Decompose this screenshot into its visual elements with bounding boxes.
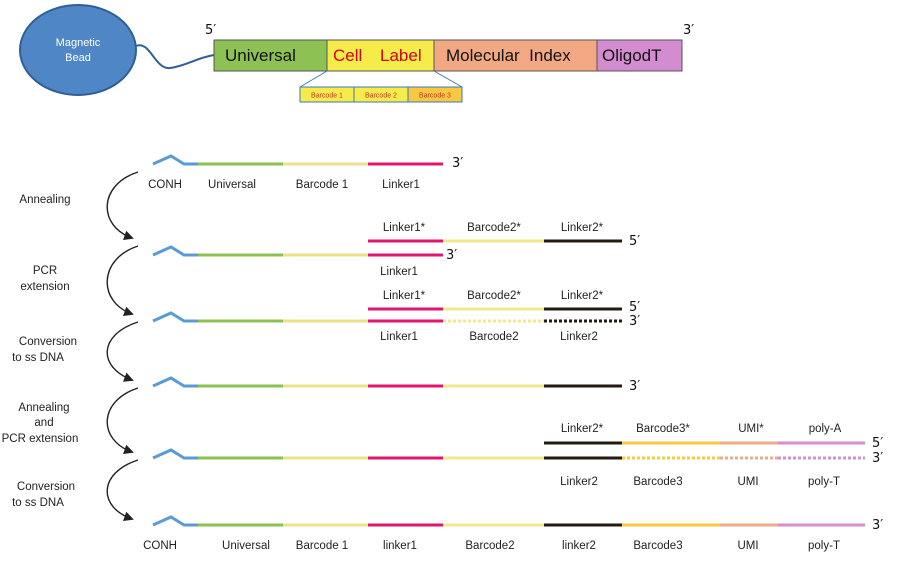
step-anneal-pcr-line1: Annealing — [18, 402, 69, 414]
step-anneal-pcr-line2: and — [34, 417, 53, 429]
segment-cell-label-word1: Cell — [333, 46, 362, 65]
step-arrows — [106, 171, 139, 522]
r3-linker1-star: Linker1* — [383, 290, 426, 302]
arrow-step4 — [106, 387, 139, 455]
r1-conh: CONH — [148, 179, 182, 191]
step-conversion2-line2: to ss DNA — [12, 497, 64, 509]
r1-universal: Universal — [208, 179, 256, 191]
dna-strands — [152, 154, 865, 527]
r2-5p: 5′ — [629, 234, 640, 249]
segment-molecular-index-label: Molecular Index — [446, 46, 571, 65]
r3-linker2-star: Linker2* — [561, 290, 604, 302]
f-polyt: poly-T — [808, 540, 840, 552]
barcode-box-3 — [407, 86, 463, 103]
barcode-boxes: Barcode 1 Barcode 2 Barcode 3 — [299, 86, 463, 103]
bead-label-line1: Magnetic — [56, 37, 101, 49]
row6-conh-hook — [152, 515, 198, 527]
r3-barcode2-star: Barcode2* — [467, 290, 521, 302]
step-pcr-line2: extension — [20, 281, 69, 293]
f-linker1: linker1 — [383, 540, 417, 552]
r5-5p: 5′ — [872, 436, 883, 451]
step-labels: Annealing PCR extension Conversion to ss… — [2, 194, 79, 509]
segment-universal-label: Universal — [225, 46, 296, 65]
r3-3p: 3′ — [629, 314, 640, 329]
r2-linker2-star: Linker2* — [561, 222, 604, 234]
step-conversion1-line1: Conversion — [19, 336, 77, 348]
step-conversion2-line1: Conversion — [17, 481, 75, 493]
r3-linker1: Linker1 — [380, 331, 418, 343]
bead-oligo-header: Magnetic Bead 5′ 3′ Universal Cell Label… — [19, 4, 694, 103]
r2-3p: 3′ — [446, 248, 457, 263]
barcode-box-1-label: Barcode 1 — [311, 93, 343, 100]
arrow-step2 — [106, 245, 139, 317]
r2-barcode2-star: Barcode2* — [467, 222, 521, 234]
strand-labels: CONH Universal Barcode 1 Linker1 3′ Link… — [143, 156, 883, 552]
segment-cell-label-word2: Label — [380, 46, 422, 65]
header-three-prime: 3′ — [683, 23, 694, 38]
r5-linker2: Linker2 — [560, 476, 598, 488]
segment-universal — [213, 39, 328, 72]
r5-3p: 3′ — [872, 451, 883, 466]
r3-5p: 5′ — [629, 300, 640, 315]
header-five-prime: 5′ — [205, 23, 216, 38]
f-universal: Universal — [222, 540, 270, 552]
r5-barcode3-star: Barcode3* — [636, 423, 690, 435]
segment-oligodt — [596, 39, 683, 72]
arrow-step5 — [106, 459, 139, 522]
r3-barcode2: Barcode2 — [469, 331, 518, 343]
barcode-box-3-label: Barcode 3 — [419, 93, 451, 100]
f-umi: UMI — [737, 540, 758, 552]
f-barcode3: Barcode3 — [633, 540, 682, 552]
r1-3p: 3′ — [452, 156, 463, 171]
step-annealing: Annealing — [19, 194, 70, 206]
row5-conh-hook — [152, 448, 198, 460]
segment-cell-label — [326, 39, 435, 72]
step-conversion1-line2: to ss DNA — [12, 352, 64, 364]
r5-umi: UMI — [737, 476, 758, 488]
f-barcode2: Barcode2 — [465, 540, 514, 552]
row2-conh-hook — [152, 245, 198, 257]
f-barcode1: Barcode 1 — [296, 540, 348, 552]
r5-barcode3: Barcode3 — [633, 476, 682, 488]
bead-label-line2: Bead — [65, 52, 91, 64]
r2-linker1-star: Linker1* — [383, 222, 426, 234]
arrow-step3 — [106, 321, 139, 382]
row1-conh-hook — [152, 154, 198, 166]
row4-conh-hook — [152, 376, 198, 388]
row3-conh-hook — [152, 311, 198, 323]
r3-linker2: Linker2 — [560, 331, 598, 343]
bead-tether — [135, 44, 215, 69]
r2-linker1: Linker1 — [380, 266, 418, 278]
magnetic-bead — [19, 4, 137, 96]
arrow-step1 — [106, 171, 139, 241]
r1-linker1: Linker1 — [382, 179, 420, 191]
f-linker2: linker2 — [562, 540, 596, 552]
r4-3p: 3′ — [629, 379, 640, 394]
r5-umi-star: UMI* — [738, 423, 764, 435]
r5-linker2-star: Linker2* — [561, 423, 604, 435]
segment-oligodt-label: OligodT — [602, 46, 662, 65]
step-pcr-line1: PCR — [33, 265, 57, 277]
step-anneal-pcr-line3: PCR extension — [2, 433, 79, 445]
r6-3p: 3′ — [872, 518, 883, 533]
barcode-box-2-label: Barcode 2 — [365, 93, 397, 100]
f-conh: CONH — [143, 540, 177, 552]
zoom-line-right — [433, 70, 463, 88]
zoom-line-left — [299, 70, 328, 88]
r5-polya: poly-A — [809, 423, 842, 435]
segment-molecular-index — [433, 39, 598, 72]
r1-barcode1: Barcode 1 — [296, 179, 348, 191]
r5-polyt: poly-T — [808, 476, 840, 488]
